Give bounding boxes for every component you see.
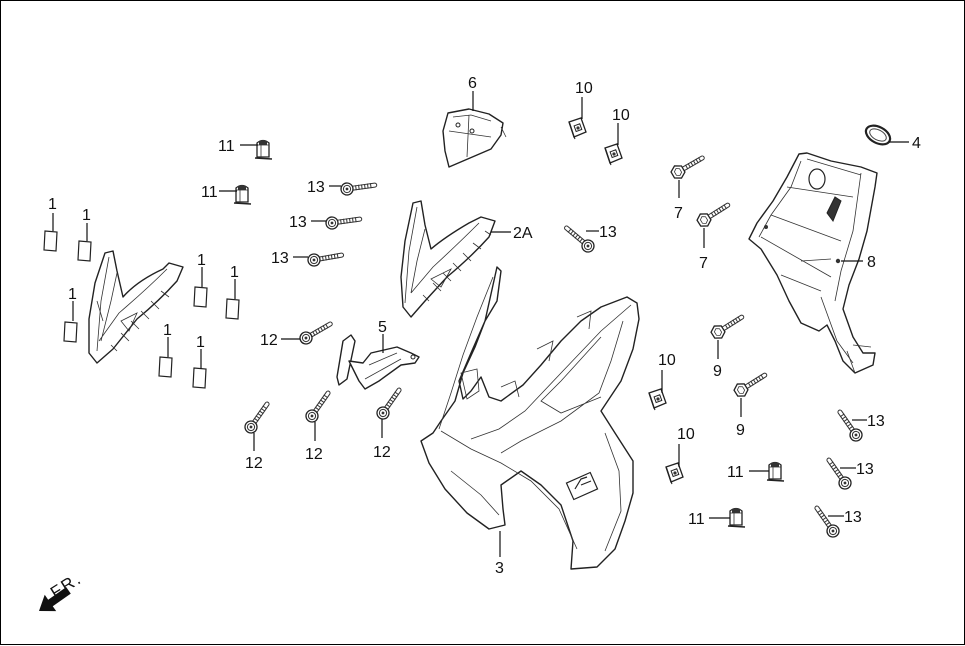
arrow-down-left-icon	[39, 587, 71, 612]
callout-4: 4	[912, 135, 921, 152]
callout-13: 13	[844, 509, 862, 526]
callout-12: 12	[305, 446, 323, 463]
center-cover-part	[442, 108, 507, 168]
tapping-screw	[340, 179, 375, 196]
inner-leg-shield-part	[748, 152, 878, 374]
tapping-screw	[563, 223, 597, 254]
clip-nut	[254, 139, 273, 160]
tapping-screw	[325, 213, 360, 230]
screw	[375, 387, 404, 422]
callout-10: 10	[658, 352, 676, 369]
callout-7: 7	[699, 255, 708, 272]
speed-nut	[648, 388, 667, 411]
callout-7: 7	[674, 205, 683, 222]
tapping-screw	[835, 409, 864, 444]
callout-1: 1	[163, 322, 172, 339]
callout-13: 13	[289, 214, 307, 231]
screw	[298, 319, 333, 346]
speed-nut	[568, 117, 587, 140]
speed-nut	[604, 143, 623, 166]
callout-11: 11	[688, 511, 705, 528]
front-direction-indicator: FR.	[39, 569, 85, 612]
callout-10: 10	[677, 426, 695, 443]
callout-10: 10	[575, 80, 593, 97]
callout-9: 9	[713, 363, 722, 380]
left-v-panel	[88, 250, 184, 364]
callout-13: 13	[307, 179, 325, 196]
screw	[243, 401, 272, 436]
screw	[304, 390, 333, 425]
callout-6: 6	[468, 75, 477, 92]
flange-bolt	[669, 152, 705, 181]
callout-9: 9	[736, 422, 745, 439]
callout-13: 13	[867, 413, 885, 430]
bracket-part	[336, 334, 420, 390]
callout-12: 12	[245, 455, 263, 472]
clip-nut	[727, 507, 746, 528]
callout-11: 11	[727, 464, 744, 481]
callout-1: 1	[230, 264, 239, 281]
callout-1: 1	[48, 196, 57, 213]
tapping-screw	[824, 457, 853, 492]
callout-5: 5	[378, 319, 387, 336]
callout-1: 1	[196, 334, 205, 351]
tapping-screw	[812, 505, 841, 540]
reflector-sticker-group	[43, 213, 240, 389]
front-direction-label: FR.	[47, 569, 85, 603]
flange-bolt	[732, 369, 768, 399]
callout-11: 11	[201, 184, 218, 201]
callout-13: 13	[856, 461, 874, 478]
flange-bolt	[695, 199, 731, 229]
clip-nut	[766, 461, 785, 482]
clip-nut	[233, 184, 252, 205]
speed-nut	[665, 462, 684, 485]
callout-1: 1	[82, 207, 91, 224]
callout-1: 1	[197, 252, 206, 269]
tapping-screw	[307, 249, 343, 267]
front-cover-part	[420, 266, 640, 570]
callout-8: 8	[867, 254, 876, 271]
callout-3: 3	[495, 560, 504, 577]
callout-12: 12	[260, 332, 278, 349]
grommet-ring-part	[864, 124, 892, 146]
callout-13: 13	[599, 224, 617, 241]
front-inner-panel-part	[400, 200, 496, 318]
callout-2A: 2A	[513, 225, 533, 242]
callout-12: 12	[373, 444, 391, 461]
callout-10: 10	[612, 107, 630, 124]
flange-bolt	[709, 311, 745, 341]
callout-13: 13	[271, 250, 289, 267]
callout-11: 11	[218, 138, 235, 155]
callout-1: 1	[68, 286, 77, 303]
